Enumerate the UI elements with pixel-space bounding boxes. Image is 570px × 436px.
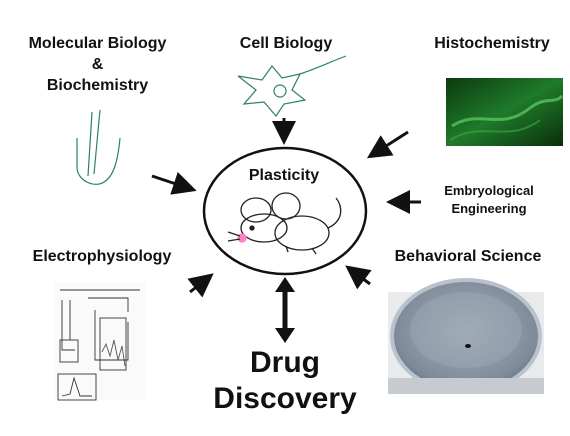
label-molecular-biology: Molecular Biology & Biochemistry <box>10 33 185 96</box>
arrow-histo <box>366 130 409 159</box>
label-embryo-line1: Embryological <box>444 183 534 198</box>
label-molecular-line3: Biochemistry <box>46 77 149 94</box>
label-discovery: Discovery <box>213 382 357 415</box>
label-molecular-line1: Molecular Biology <box>28 35 167 52</box>
label-histochemistry: Histochemistry <box>434 35 550 52</box>
neuron-cell-icon <box>237 55 347 117</box>
electrophysiology-recording-setup-image <box>55 282 145 401</box>
brain-tissue-stain-image <box>446 78 564 146</box>
arrow-behavior <box>345 265 372 290</box>
arrow-electro <box>187 273 214 298</box>
label-molecular-line2: & <box>91 56 104 73</box>
pipette-tube-icon <box>76 109 121 185</box>
label-electrophysiology: Electrophysiology <box>32 248 172 265</box>
label-embryo-line2: Engineering <box>451 201 527 216</box>
label-plasticity: Plasticity <box>248 167 320 184</box>
label-drug: Drug <box>250 346 320 379</box>
label-cell-biology: Cell Biology <box>239 35 333 52</box>
water-maze-photo <box>388 278 544 394</box>
arrow-molecular <box>151 171 197 195</box>
mouse-icon <box>227 192 342 255</box>
double-arrow-drug-discovery <box>275 277 295 343</box>
plasticity-ellipse <box>202 146 368 276</box>
label-behavioral-science: Behavioral Science <box>394 248 542 265</box>
label-embryological-engineering: Embryological Engineering <box>426 182 552 218</box>
label-drug-discovery: Drug Discovery <box>200 345 370 417</box>
